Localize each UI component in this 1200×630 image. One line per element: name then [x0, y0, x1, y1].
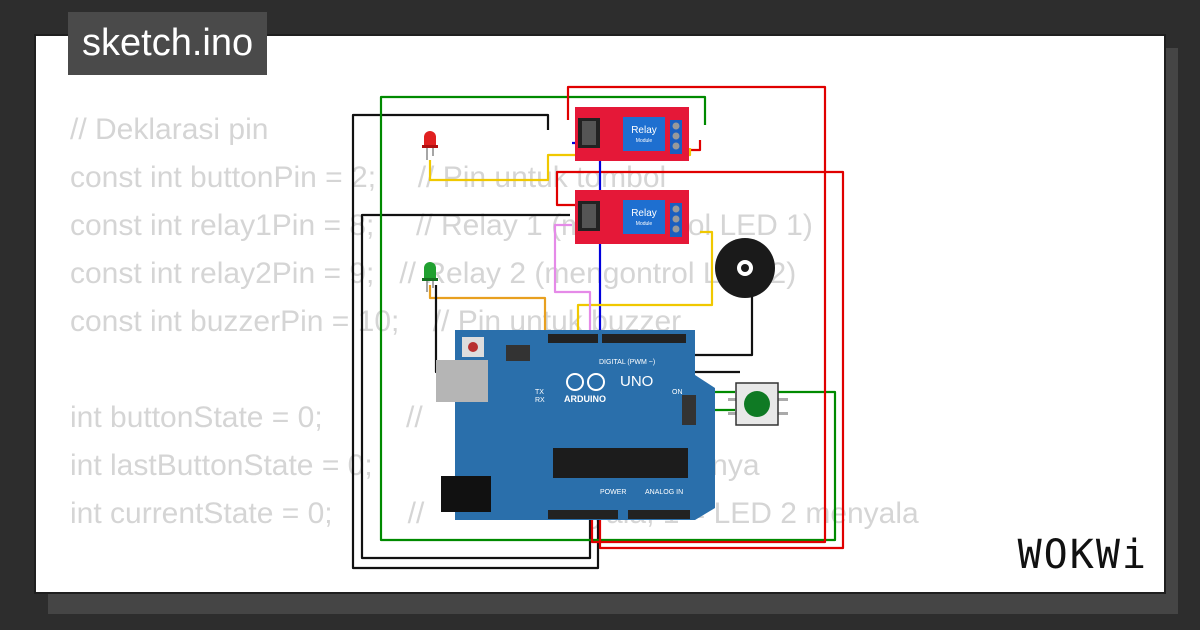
- tx-label: TX: [535, 389, 544, 396]
- wire-black-inner: [360, 213, 592, 560]
- relay2-label: Relay: [631, 208, 657, 219]
- wokwi-logo: WOKWi: [1017, 532, 1148, 578]
- rx-label: RX: [535, 397, 545, 404]
- code-line: const int buttonPin = 2; // Pin untuk to…: [70, 161, 667, 194]
- sketch-title[interactable]: sketch.ino: [68, 12, 268, 75]
- arduino-uno: DIGITAL (PWM ~) UNO ARDUINO ON TX RX POW…: [436, 330, 715, 520]
- wire-yellow-led1: [428, 148, 692, 182]
- led-red: [422, 131, 438, 160]
- led-green: [422, 262, 438, 292]
- wire-yellow-buzzer: [576, 230, 714, 345]
- code-line: // Deklarasi pin: [70, 113, 269, 146]
- relay1-label: Relay: [631, 125, 657, 136]
- wire-black-outer: [351, 113, 600, 570]
- on-label: ON: [672, 389, 683, 396]
- relay2-sub: Module: [636, 221, 653, 227]
- relay-module-2: Relay Module: [575, 190, 689, 244]
- analog-label: ANALOG IN: [645, 489, 683, 496]
- wire-red-outer: [566, 85, 827, 544]
- relay-module-1: Relay Module: [575, 107, 689, 161]
- wire-pink: [553, 223, 592, 345]
- wire-red-second: [555, 170, 845, 550]
- digital-label: DIGITAL (PWM ~): [599, 359, 655, 366]
- board-brand: ARDUINO: [564, 394, 606, 404]
- buzzer: [715, 238, 775, 298]
- wire-orange-led2: [428, 285, 547, 345]
- board-name: UNO: [620, 373, 653, 390]
- relay1-sub: Module: [636, 138, 653, 144]
- power-label: POWER: [600, 489, 626, 496]
- wire-green-outer: [379, 95, 837, 542]
- code-line: int buttonState = 0; //: [70, 401, 423, 434]
- push-button: [728, 382, 788, 426]
